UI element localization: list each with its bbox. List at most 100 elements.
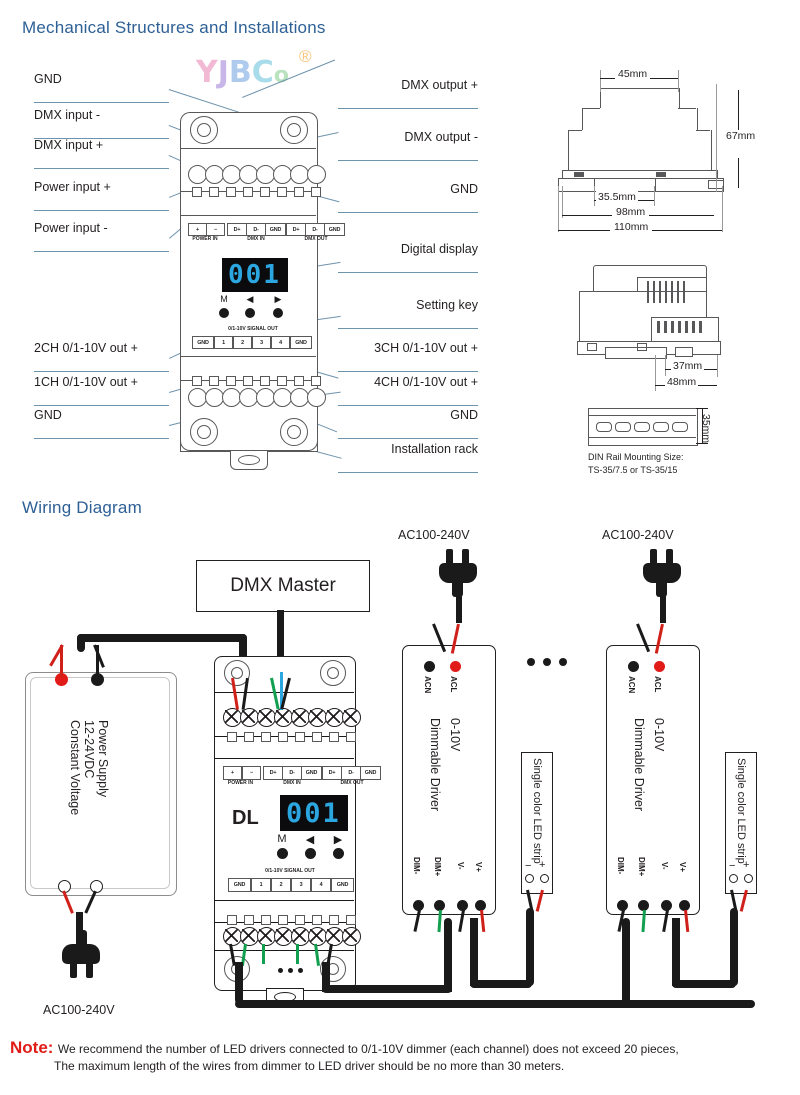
driver1-out-dot-2: [434, 900, 445, 911]
setting-key-m[interactable]: [219, 308, 229, 318]
driver2-title-line1: 0-10V: [652, 718, 666, 752]
led-strip-2-label: Single color LED strip: [735, 758, 747, 864]
signal-terminal-3: 3: [252, 336, 271, 349]
device-front-drawing: + − D+ D- GND D+ D- GND POWER IN DMX IN …: [176, 110, 345, 470]
din-rail-caption-line2: TS-35/7.5 or TS-35/15: [588, 465, 678, 475]
driver2-out-dot-2: [638, 900, 649, 911]
wiring-digital-display: 001: [280, 795, 348, 831]
wire-trunk-ps-vertical: [77, 634, 85, 652]
led-strip-1: [521, 752, 553, 894]
w-terminal-dmxout-gnd: GND: [360, 766, 381, 780]
callout-left-dmx-input-plus: DMX input +: [34, 138, 169, 169]
note-line1: We recommend the number of LED drivers c…: [57, 1042, 679, 1056]
wire-trunk-driver1-v-h: [470, 980, 532, 988]
dimension-inner: 35.5mm: [596, 191, 638, 203]
driver2-acl-dot: [654, 661, 665, 672]
watermark-registered-icon: ®: [299, 47, 312, 66]
display-value: 001: [228, 260, 281, 290]
wire-d1-out-g: [437, 909, 442, 933]
w-button-label-left: ◀: [305, 834, 315, 846]
wire-sig-g2: [262, 944, 265, 964]
w-group-dmx-in: DMX IN: [283, 780, 301, 786]
terminal-label-dmxout-gnd: GND: [324, 223, 345, 236]
driver1-out-dot-4: [475, 900, 486, 911]
watermark-letter-y: Y: [196, 55, 218, 90]
dimmable-driver-2: [606, 645, 700, 915]
terminal-group-power-in: POWER IN: [192, 236, 218, 242]
callout-right-digital-display: Digital display: [338, 242, 478, 273]
dimension-height: 67mm: [726, 130, 756, 142]
driver1-acn-label: ACN: [423, 676, 432, 694]
wire-trunk-strip1: [526, 908, 534, 986]
wire-trunk-bottom-main: [235, 1000, 755, 1008]
controller-brand-label: DL: [232, 807, 259, 829]
driver1-v-minus: V-: [456, 862, 465, 870]
setting-key-left[interactable]: [245, 308, 255, 318]
callout-left-gnd-bottom: GND: [34, 408, 169, 439]
page-title-wiring: Wiring Diagram: [22, 498, 142, 517]
dmx-master-label: DMX Master: [230, 575, 336, 596]
wire-trunk-left-vert: [235, 962, 243, 1004]
note-line2: The maximum length of the wires from dim…: [54, 1059, 565, 1073]
w-setting-key-right[interactable]: [333, 848, 344, 859]
led-strip-1-terminal-minus: −: [525, 860, 532, 872]
terminal-group-dmx-in: DMX IN: [247, 236, 265, 242]
led-strip-1-terminal-plus: +: [539, 859, 546, 871]
signal-out-title: 0/1-10V SIGNAL OUT: [228, 326, 278, 332]
wire-dmx-master-down: [277, 610, 284, 668]
driver1-dim-plus: DIM+: [433, 857, 442, 877]
watermark-letter-c: C: [251, 55, 274, 90]
dimension-depth-inner: 37mm: [671, 360, 705, 372]
w-setting-key-m[interactable]: [277, 848, 288, 859]
wire-plug2-down: [660, 595, 666, 623]
w-terminal-dmxout-dplus: D+: [322, 766, 342, 780]
signal-terminal-1: 1: [214, 336, 233, 349]
power-supply-line3: Constant Voltage: [68, 720, 82, 816]
brand-watermark: YJBCo®: [196, 47, 312, 90]
din-rail-caption-line1: DIN Rail Mounting Size:: [588, 452, 684, 462]
terminal-group-dmx-out: DMX OUT: [304, 236, 328, 242]
driver2-v-plus: V+: [678, 862, 687, 873]
w-group-power-in: POWER IN: [227, 780, 254, 786]
button-label-right: ▶: [274, 294, 282, 304]
callout-left-power-input-plus: Power input +: [34, 180, 169, 211]
power-supply-line2: 12-24VDC: [82, 720, 96, 779]
ps-terminal-positive: [55, 673, 68, 686]
w-terminal-power-minus: −: [242, 766, 261, 780]
dmx-master-box: DMX Master: [196, 560, 370, 612]
w-button-label-right: ▶: [333, 834, 343, 846]
w-group-dmx-out: DMX OUT: [340, 780, 364, 786]
wire-trunk-driver2-v-h: [672, 980, 736, 988]
driver2-title-line2: Dimmable Driver: [632, 718, 646, 812]
dimension-front-view: 45mm 67mm 35.5mm 98mm 110mm: [558, 60, 790, 240]
dimension-body: 98mm: [612, 206, 650, 218]
led-strip-2-terminal-plus: +: [743, 859, 750, 871]
driver2-acn-label: ACN: [627, 676, 636, 694]
callout-left-dmx-input-minus: DMX input -: [34, 108, 169, 139]
wire-ps-red: [60, 645, 63, 677]
plug-icon-power-supply: [58, 930, 102, 978]
callout-right-dmx-output-minus: DMX output -: [338, 130, 478, 161]
driver1-out-dot-1: [413, 900, 424, 911]
wire-ps-black: [96, 645, 99, 677]
setting-key-right[interactable]: [273, 308, 283, 318]
dimension-depth-outer: 48mm: [665, 376, 699, 388]
wire-trunk-to-driver1-dim: [444, 918, 452, 992]
driver1-v-plus: V+: [474, 862, 483, 873]
wire-trunk-right-vert: [322, 962, 330, 992]
top-terminal-labels: + − D+ D- GND D+ D- GND POWER IN DMX IN …: [176, 223, 345, 245]
w-signal-2: 2: [271, 878, 291, 892]
driver1-title-line2: Dimmable Driver: [428, 718, 442, 812]
controller-bottom-terminals: [210, 927, 370, 947]
wiring-controller: + − D+ D- GND D+ D- GND POWER IN DMX IN …: [210, 650, 381, 1006]
ps-ac-terminal-n: [90, 880, 103, 893]
callout-right-4ch-out: 4CH 0/1-10V out +: [338, 375, 478, 406]
power-supply-line1: Power Supply: [96, 720, 110, 798]
led-strip-2: [725, 752, 757, 894]
wiring-display-value: 001: [286, 798, 341, 829]
driver1-acl-dot: [450, 661, 461, 672]
signal-terminal-gnd-right: GND: [290, 336, 312, 349]
terminal-label-dmxout-dplus: D+: [286, 223, 306, 236]
w-setting-key-left[interactable]: [305, 848, 316, 859]
callout-left-power-input-minus: Power input -: [34, 221, 169, 252]
